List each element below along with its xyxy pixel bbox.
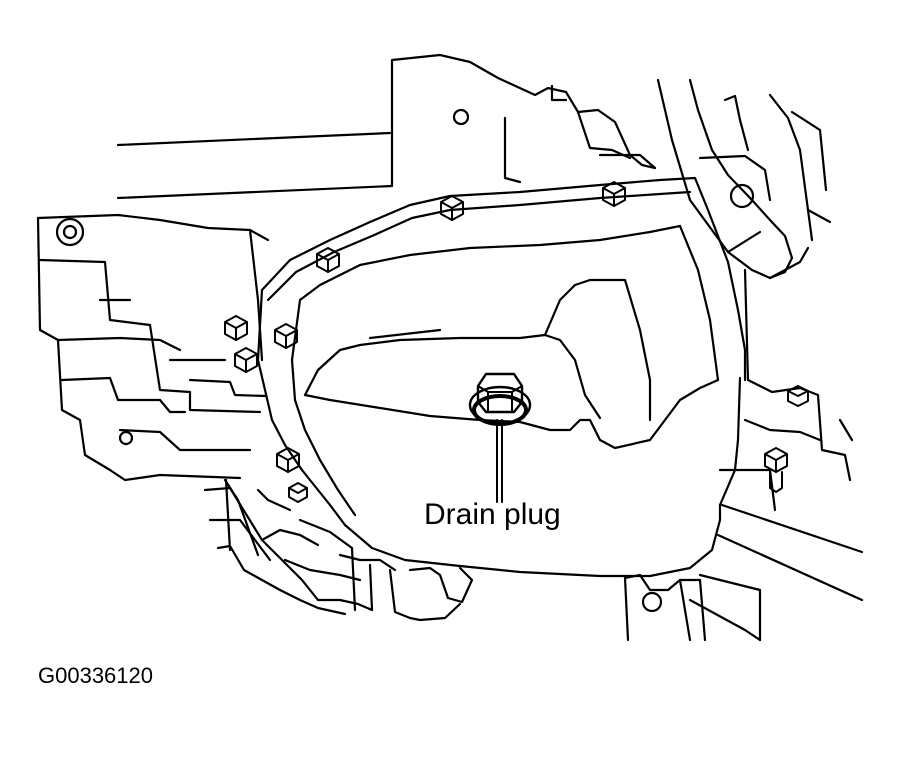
callout-leader-line bbox=[496, 419, 503, 503]
flange-bolt-long bbox=[764, 447, 788, 493]
lower-left-components bbox=[203, 478, 474, 622]
housing-bolt-hole-left bbox=[55, 217, 85, 247]
flange-bolts bbox=[224, 181, 809, 503]
engine-bolt-hole bbox=[452, 108, 470, 126]
flange-bolt bbox=[288, 482, 308, 503]
drain-plug-label: Drain plug bbox=[424, 498, 561, 531]
flange-bolt bbox=[440, 195, 464, 221]
flange-bolt bbox=[787, 385, 809, 407]
flange-bolt bbox=[316, 247, 340, 273]
oil-pan bbox=[290, 224, 722, 578]
flange-bolt bbox=[224, 315, 248, 341]
flange-bolt bbox=[602, 181, 626, 207]
flange-bolt bbox=[276, 447, 300, 473]
lower-right-rod bbox=[688, 503, 864, 642]
lower-bolt bbox=[641, 591, 663, 613]
lower-right-components bbox=[623, 573, 707, 642]
engine-block bbox=[390, 53, 657, 187]
right-housing bbox=[698, 154, 854, 512]
hose-pipe bbox=[656, 78, 832, 280]
flange-bolt bbox=[234, 347, 258, 373]
transmission-housing-left bbox=[36, 213, 270, 482]
figure-id: G00336120 bbox=[38, 663, 153, 688]
housing-bolt-hole bbox=[729, 183, 755, 209]
flange-bolt bbox=[274, 323, 298, 349]
small-bolt-left bbox=[118, 430, 134, 446]
background-lines bbox=[116, 131, 394, 200]
hex-bolt-icon bbox=[468, 372, 532, 426]
